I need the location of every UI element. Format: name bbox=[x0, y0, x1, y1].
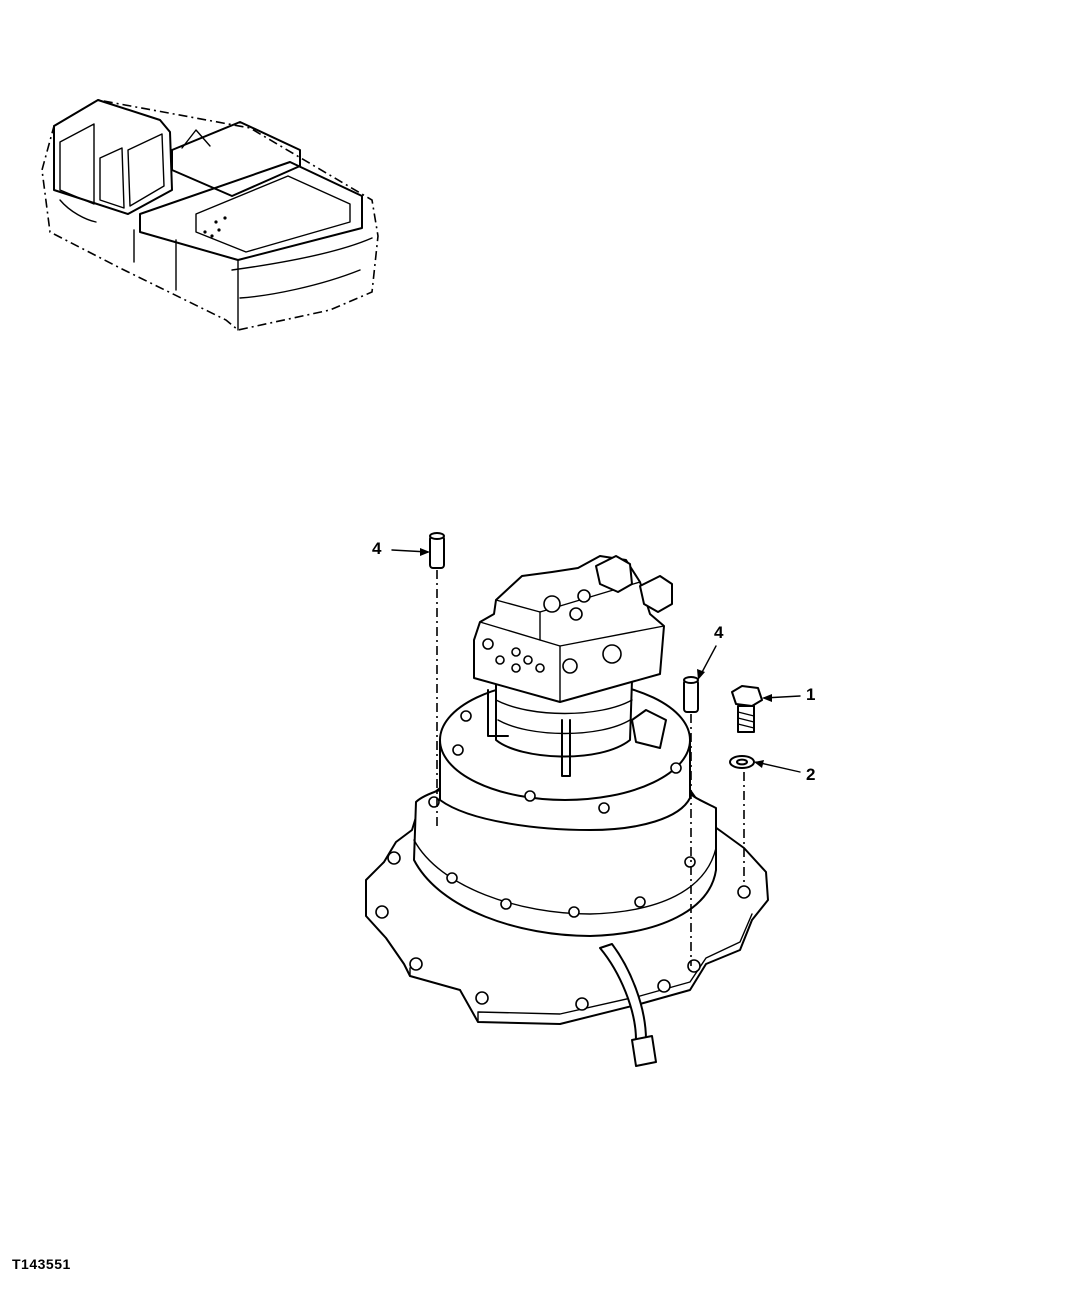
swing-motor-icon bbox=[365, 555, 769, 1067]
callout-1: 1 bbox=[806, 685, 816, 704]
dowel-pin-right-icon bbox=[683, 676, 699, 966]
excavator-locator-icon bbox=[41, 99, 379, 331]
callout-2: 2 bbox=[806, 765, 816, 784]
cap-screw-icon bbox=[731, 685, 763, 733]
figure-id: T143551 bbox=[12, 1256, 71, 1272]
leader-lines bbox=[391, 548, 801, 773]
callout-4-right: 4 bbox=[714, 623, 724, 642]
dowel-pin-left-icon bbox=[429, 532, 445, 830]
callout-4-left: 4 bbox=[372, 539, 382, 558]
